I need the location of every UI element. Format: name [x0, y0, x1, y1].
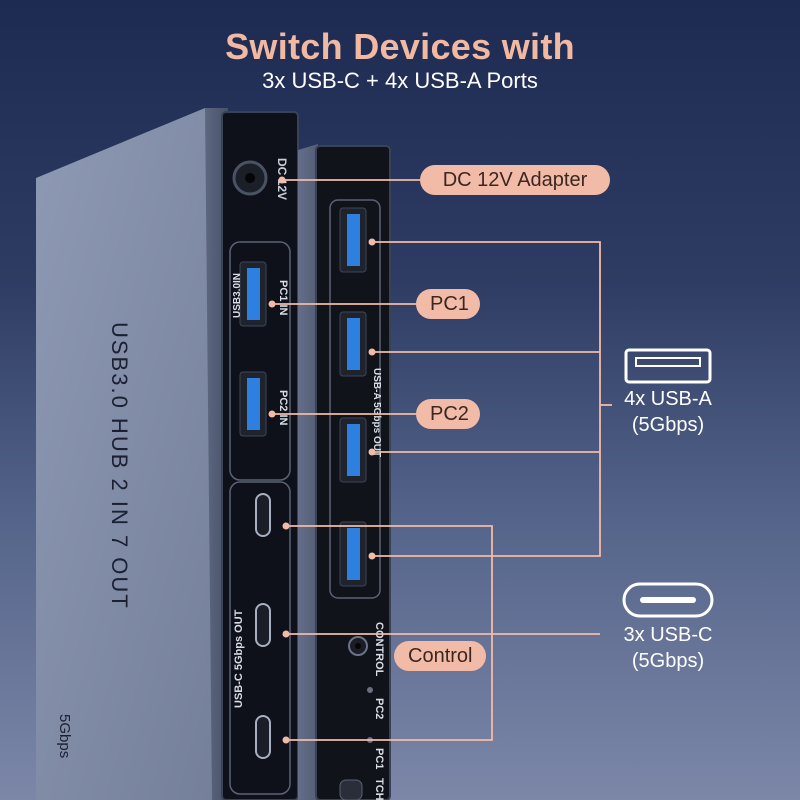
- page-subtitle: 3x USB-C + 4x USB-A Ports: [262, 68, 538, 93]
- hub-device-back: DC 12V USB3.0IN PC1 IN PC2 IN USB-C 5Gbp…: [36, 108, 299, 800]
- usb-a-port-pc1: [239, 261, 267, 327]
- callout-dots: [268, 176, 376, 744]
- switch-button: [339, 779, 363, 800]
- usb-c-icon: [622, 582, 714, 618]
- hub-top-face: [36, 108, 228, 800]
- callout-pc2: PC2: [416, 399, 480, 429]
- callout-dc-adapter: DC 12V Adapter: [420, 165, 610, 195]
- switch-label: TCH: [373, 778, 385, 800]
- usb-c-group-frame: [229, 481, 291, 795]
- hub-body-text: USB3.0 HUB 2 IN 7 OUT: [107, 322, 132, 610]
- callout-pc1: PC1: [416, 289, 480, 319]
- usb-a-port-pc2: [239, 371, 267, 437]
- usb-a-out-port-1: [339, 207, 367, 273]
- callout-lines: [272, 179, 612, 741]
- hub-corner-text: 5Gbps: [56, 714, 73, 758]
- usb-c-port-2: [255, 603, 271, 647]
- usb-a-legend-line2: (5Gbps): [631, 414, 705, 436]
- led-pc2: [367, 687, 373, 693]
- usb-a-legend-line1: 4x USB-A: [624, 388, 712, 410]
- led-pc1-label: PC1: [373, 748, 385, 769]
- usb-c-legend: 3x USB-C (5Gbps): [608, 622, 728, 674]
- front-unit-side: [298, 144, 318, 800]
- usb-a-out-port-4: [339, 521, 367, 587]
- hub-device-front: USB-A 5Gbps OUT CONTROL PC2 PC1 TCH: [298, 144, 391, 800]
- usb-c-port-1: [255, 493, 271, 537]
- callout-control: Control: [394, 641, 486, 671]
- usb-a-legend: 4x USB-A (5Gbps): [608, 386, 728, 438]
- usb30-in-label: USB3.0IN: [232, 273, 243, 318]
- led-pc2-label: PC2: [373, 698, 385, 719]
- usb-a-out-port-3: [339, 417, 367, 483]
- usb-c-port-3: [255, 715, 271, 759]
- usb-a-out-port-2: [339, 311, 367, 377]
- usb-a-icon: [624, 348, 712, 384]
- control-label: CONTROL: [373, 622, 385, 677]
- pc1-in-label: PC1 IN: [277, 280, 289, 316]
- usb-a-out-label: USB-A 5Gbps OUT: [371, 368, 382, 457]
- page-title: Switch Devices with: [225, 26, 575, 67]
- usb-in-group-frame: [229, 241, 291, 481]
- usb-c-legend-line1: 3x USB-C: [623, 624, 713, 646]
- usb-c-out-label: USB-C 5Gbps OUT: [233, 609, 245, 708]
- usb-c-legend-line2: (5Gbps): [631, 650, 705, 672]
- pc2-in-label: PC2 IN: [277, 390, 289, 426]
- usb-a-out-group-frame: [329, 199, 381, 599]
